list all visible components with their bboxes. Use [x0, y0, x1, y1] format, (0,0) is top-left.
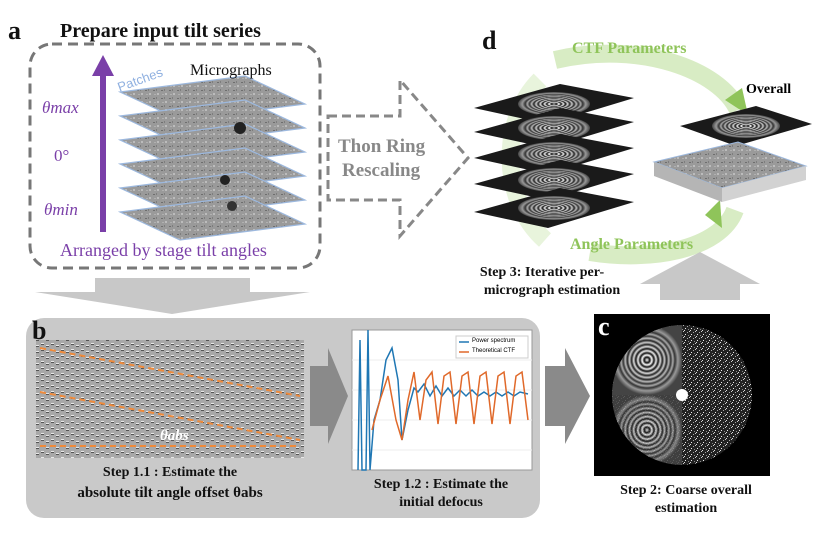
ctf-parameters-label: CTF Parameters — [572, 40, 687, 57]
step12-caption-line2: initial defocus — [399, 495, 483, 510]
ctf-spectra-stack — [474, 84, 634, 228]
step11-caption-line2: absolute tilt angle offset θabs — [77, 485, 263, 501]
legend-power-spectrum: Power spectrum — [472, 338, 516, 344]
micrographs-label: Micrographs — [190, 62, 272, 79]
stage-tilt-caption: Arranged by stage tilt angles — [60, 240, 267, 260]
up-arrow — [640, 252, 760, 300]
arrow-b-to-c — [545, 348, 590, 444]
theta-abs-label: θabs — [160, 428, 189, 444]
panel-c-letter: c — [598, 312, 610, 341]
arrow-b-to-plot — [310, 348, 348, 444]
ctf-plot-legend — [455, 335, 529, 359]
panel-b-letter: b — [32, 316, 47, 345]
step3-caption-line2: micrograph estimation — [483, 283, 621, 298]
step11-caption-line1: Step 1.1 : Estimate the — [102, 465, 238, 480]
angle-parameters-label: Angle Parameters — [570, 236, 694, 253]
theta-max-label: θmax — [42, 98, 79, 117]
panel-a-letter: a — [8, 16, 21, 45]
theoretical-ctf-line — [371, 370, 529, 441]
angle-cycle-arc — [588, 206, 744, 265]
rescaling-label: Rescaling — [342, 160, 421, 181]
panel-d-letter: d — [482, 26, 497, 55]
theta-min-label: θmin — [44, 200, 78, 219]
overall-label: Overall — [746, 82, 792, 97]
down-arrow — [35, 278, 310, 314]
tilt-axis-arrow — [92, 55, 114, 232]
zero-degree-label: 0° — [54, 146, 70, 165]
panel-a-dashed-box — [28, 42, 322, 270]
thon-ring-arrow-shape — [326, 75, 470, 241]
panel-a-title: Prepare input tilt series — [60, 20, 261, 42]
micrograph-stack — [117, 75, 308, 241]
power-spectrum-line — [357, 329, 529, 471]
overall-micrograph-block — [652, 141, 808, 202]
overall-spectrum — [680, 106, 812, 146]
thon-ring-label: Thon Ring — [338, 136, 426, 157]
step2-caption-line2: estimation — [654, 501, 718, 516]
step2-caption-line1: Step 2: Coarse overall — [620, 483, 752, 498]
ctf-cycle-arc — [552, 44, 747, 115]
legend-theoretical-ctf: Theoretical CTF — [472, 348, 516, 354]
step3-caption-line1: Step 3: Iterative per- — [479, 265, 605, 280]
step12-caption-line1: Step 1.2 : Estimate the — [373, 477, 509, 492]
